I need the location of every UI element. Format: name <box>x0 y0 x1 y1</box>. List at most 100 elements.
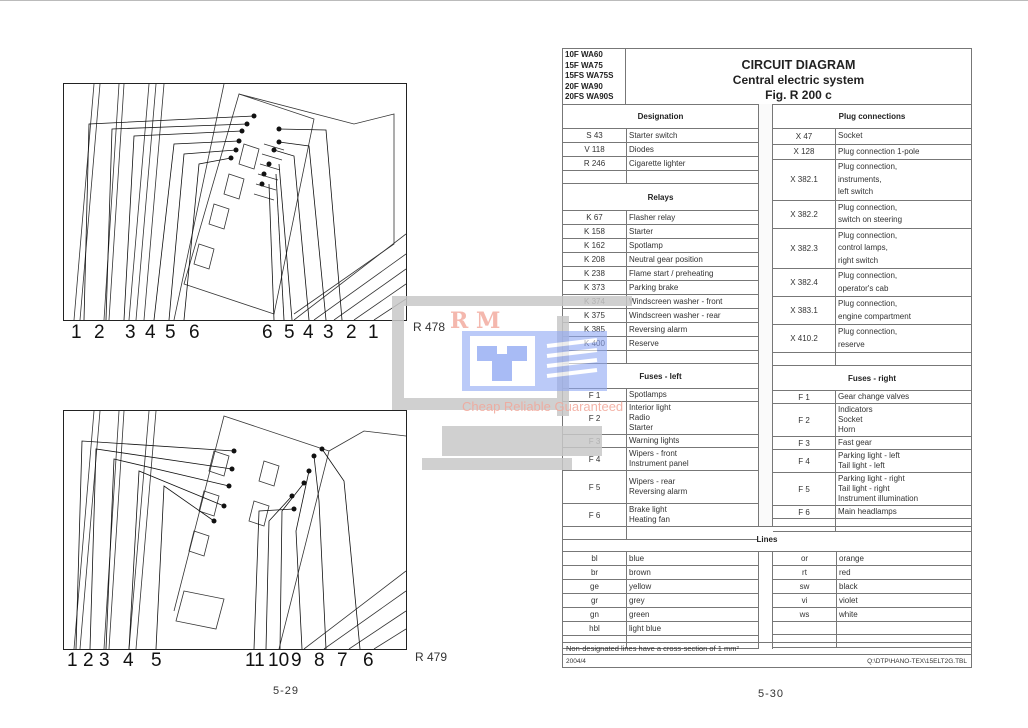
callout: 5 <box>165 322 176 343</box>
description-line: orange <box>839 554 864 563</box>
description-line: Reversing alarm <box>629 325 688 334</box>
callout: 4 <box>145 322 156 343</box>
row-code: gr <box>563 594 627 607</box>
description-line: Starter switch <box>629 131 678 140</box>
document-title: CIRCUIT DIAGRAM <box>741 58 856 72</box>
figure-ref-r478: R 478 <box>413 320 446 334</box>
row-code: br <box>563 566 627 579</box>
description-line: engine compartment <box>838 311 911 321</box>
callout: 4 <box>123 650 134 671</box>
description-line: Plug connection, <box>838 162 898 171</box>
row-code: X 47 <box>773 129 836 144</box>
description-line: Plug connection 1-pole <box>838 146 920 156</box>
section-heading-relays: Relays <box>563 184 758 211</box>
figure1-callout-numbers: 1 2 3 4 5 6 6 5 4 3 2 1 <box>63 322 405 344</box>
row-code <box>773 519 836 531</box>
row-code: F 3 <box>773 437 836 449</box>
description-line: Reserve <box>629 339 659 348</box>
row-description: Cigarette lighter <box>627 157 758 170</box>
description-line: blue <box>629 554 645 563</box>
section-heading-fuses-right: Fuses - right <box>773 366 971 391</box>
row-description: Reversing alarm <box>627 323 758 336</box>
callout: 11 <box>245 650 265 671</box>
description-line: Plug connection, <box>838 327 898 336</box>
table-row <box>773 622 971 635</box>
description-line: Instrument illumination <box>838 494 919 503</box>
description-line: Windscreen washer - rear <box>629 311 721 320</box>
description-line: Tail light - left <box>838 461 885 470</box>
model: 15F WA75 <box>565 60 603 70</box>
row-description: Spotlamp <box>627 239 758 252</box>
description-line: Interior light <box>629 403 671 412</box>
page-number-right: 5-30 <box>758 688 785 700</box>
description-line: brown <box>629 568 651 577</box>
table-row <box>773 353 971 366</box>
description-line: Horn <box>838 425 856 434</box>
row-description: red <box>837 566 971 579</box>
callout: 8 <box>314 650 325 671</box>
row-description <box>837 622 971 634</box>
table-row <box>773 519 971 532</box>
row-description: green <box>627 608 758 621</box>
description-line: switch on steering <box>838 215 903 224</box>
row-code: K 238 <box>563 267 627 280</box>
callout: 10 <box>268 650 290 671</box>
row-code <box>773 353 836 365</box>
row-description: Flasher relay <box>627 211 758 224</box>
row-code: K 400 <box>563 337 627 350</box>
row-code: sw <box>773 580 837 593</box>
description-line: Cigarette lighter <box>629 159 686 168</box>
description-line: reserve <box>838 339 865 349</box>
row-description: black <box>837 580 971 593</box>
row-description: Reserve <box>627 337 758 350</box>
description-line: Heating fan <box>629 515 670 524</box>
row-code: K 208 <box>563 253 627 266</box>
row-code <box>563 351 627 363</box>
description-line: Wipers - front <box>629 449 678 458</box>
description-line: Plug connection, <box>838 202 898 212</box>
row-description: Socket <box>836 129 971 144</box>
description-line: Spotlamps <box>629 390 667 399</box>
row-description: orange <box>837 552 971 565</box>
description-line: yellow <box>629 582 652 591</box>
figure2-callout-numbers: 1 2 3 4 5 11 10 9 8 7 6 <box>63 650 405 672</box>
callout: 1 <box>368 322 379 343</box>
description-line: left switch <box>838 187 874 196</box>
description-line: Spotlamp <box>629 241 663 250</box>
callout: 6 <box>363 650 374 671</box>
description-line: control lamps, <box>838 243 888 252</box>
row-code: K 373 <box>563 281 627 294</box>
row-description: blue <box>627 552 758 565</box>
row-code: or <box>773 552 837 565</box>
figure-ref-r479: R 479 <box>415 650 448 664</box>
table-footer: 2004/4 Q:\DTP\HANO-TEX\15ELT2G.TBL <box>563 655 971 668</box>
description-line: Starter <box>629 423 654 432</box>
row-code: rt <box>773 566 837 579</box>
callout: 2 <box>83 650 94 671</box>
description-line: right switch <box>838 255 879 265</box>
callout: 3 <box>323 322 334 343</box>
description-line: violet <box>839 596 858 605</box>
description-line: Windscreen washer - front <box>629 297 723 306</box>
description-line: green <box>629 610 650 619</box>
row-code: F 5 <box>563 471 627 503</box>
callout: 9 <box>291 650 302 671</box>
row-code: S 43 <box>563 129 627 142</box>
row-description: Warning lights <box>627 435 758 447</box>
description-line: Wipers - rear <box>629 477 676 486</box>
description-line: Parking light - left <box>838 451 900 460</box>
row-description: yellow <box>627 580 758 593</box>
